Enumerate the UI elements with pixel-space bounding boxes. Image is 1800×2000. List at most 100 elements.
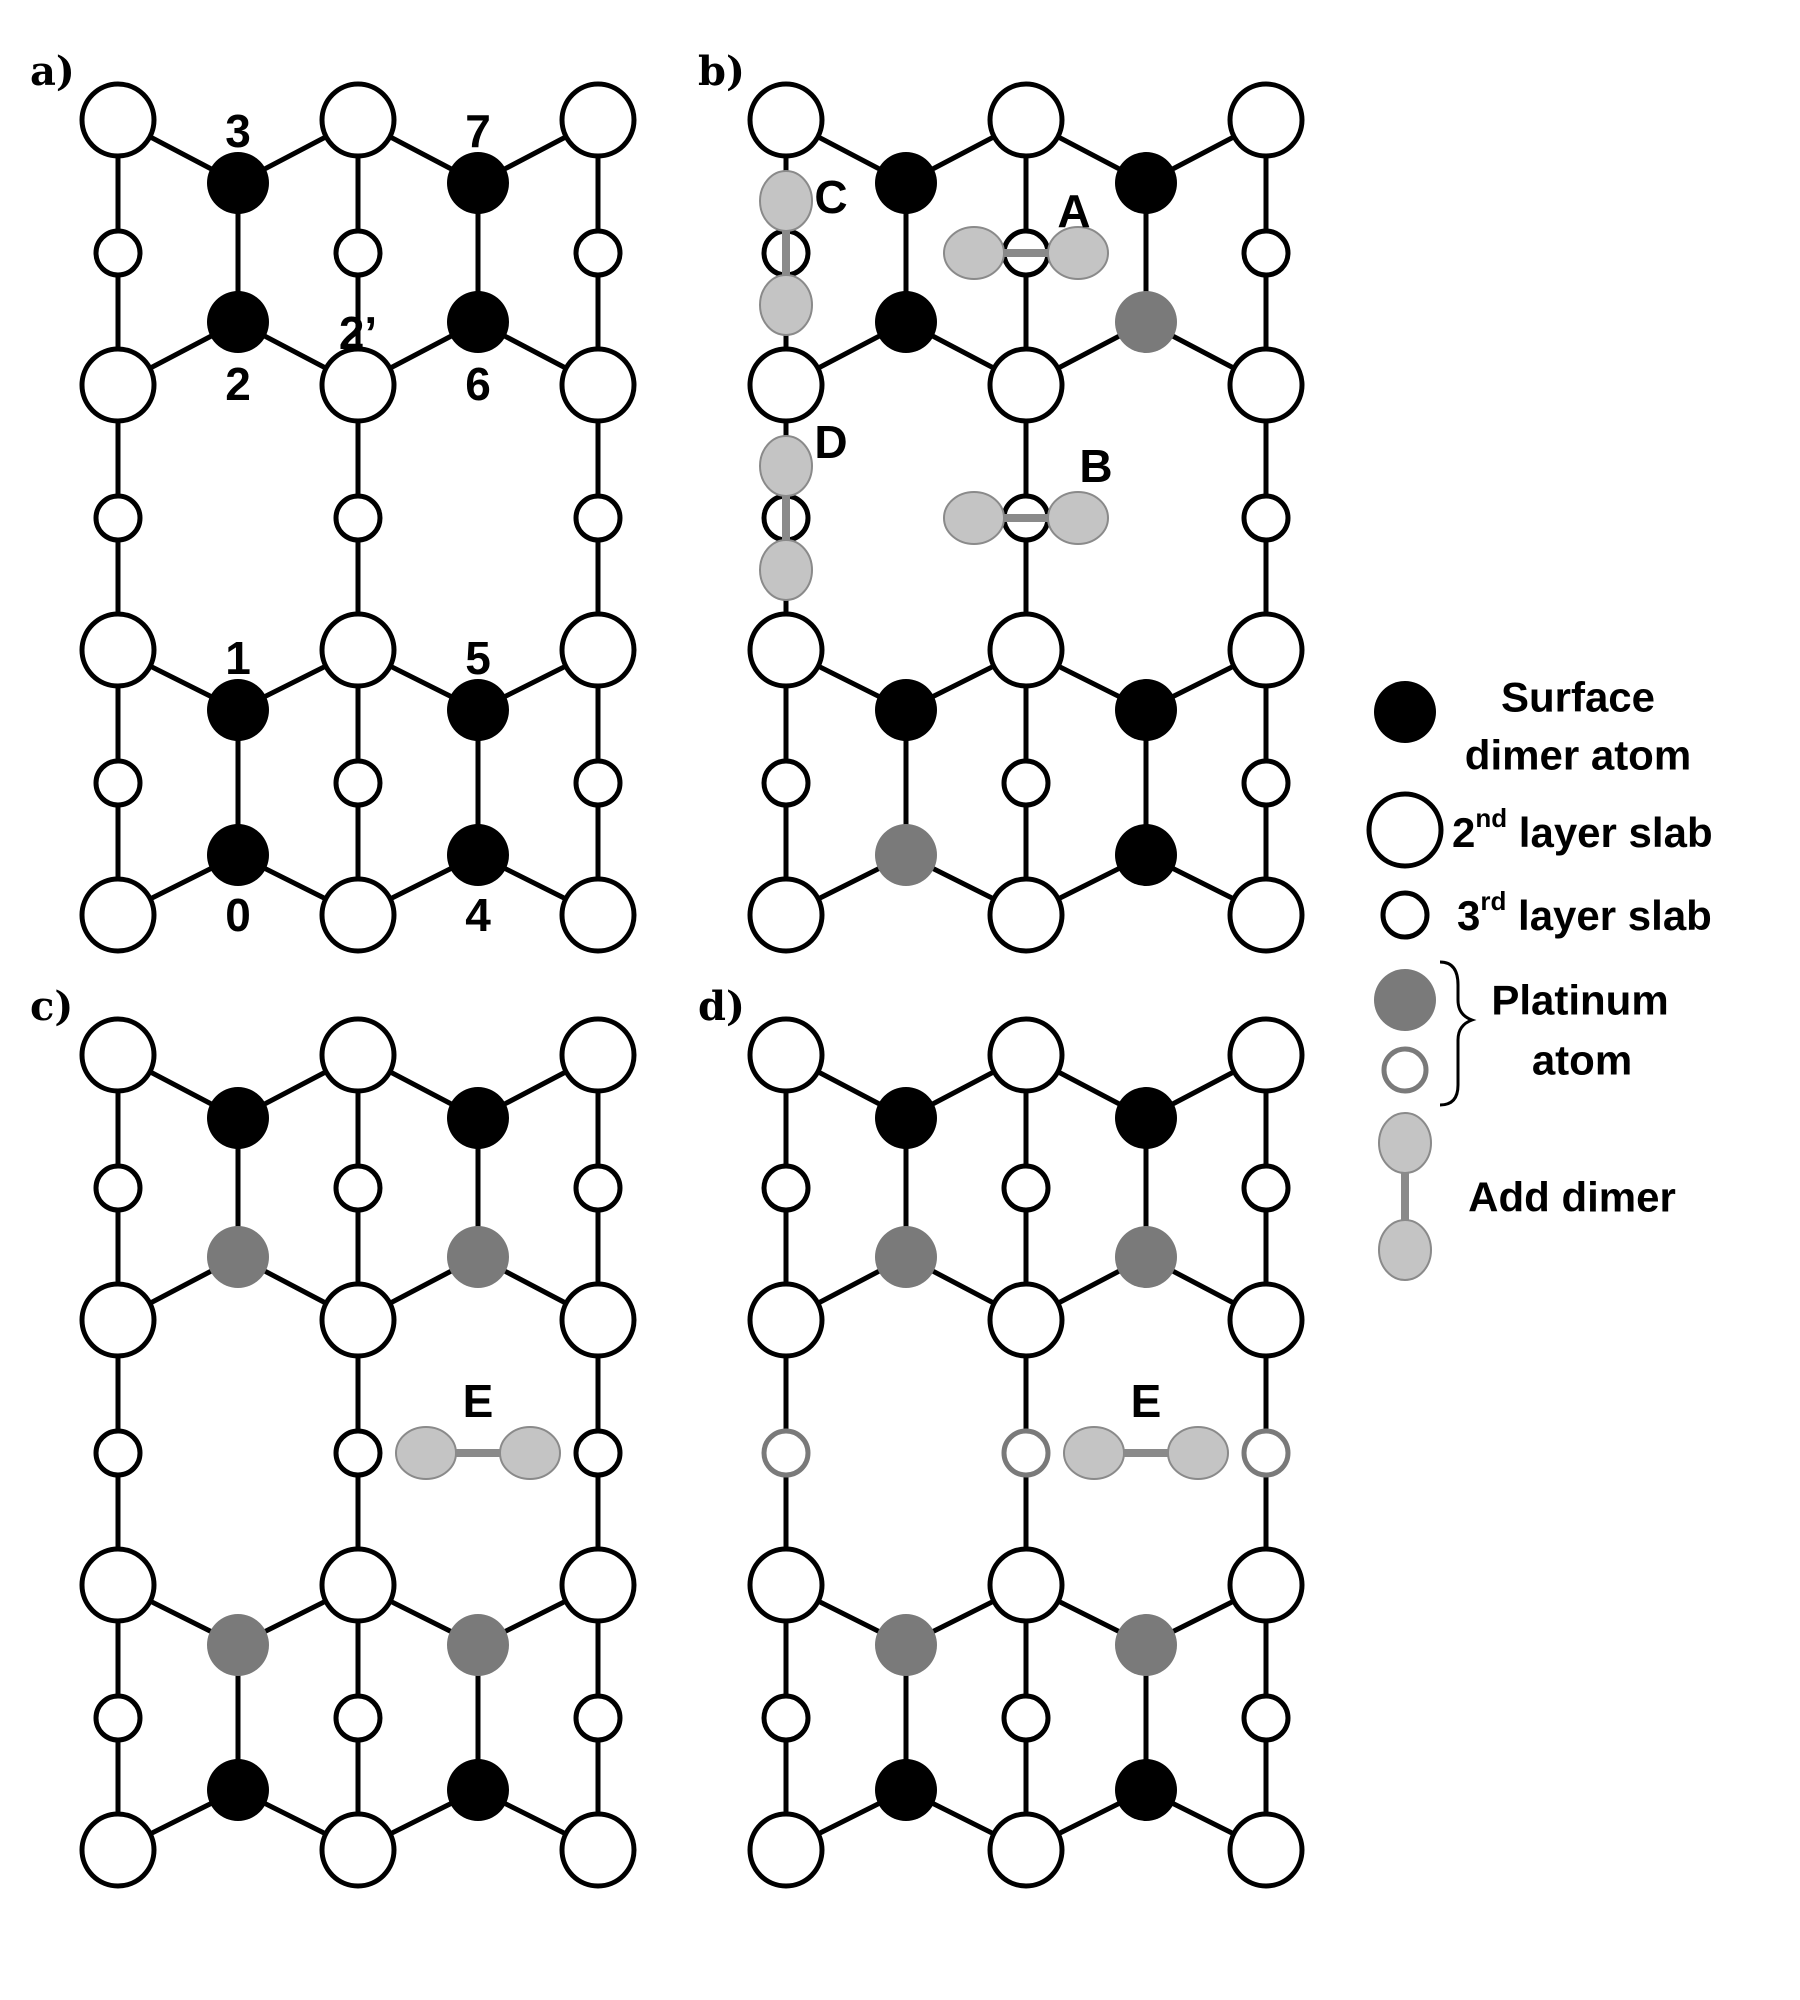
third-layer-atom (761, 1163, 811, 1213)
third-layer-atom (93, 493, 143, 543)
second-layer-atom (1227, 1546, 1305, 1624)
add-dimer-atom (943, 226, 1005, 280)
legend-add-dimer-label: Add dimer (1468, 1174, 1676, 1221)
legend-platinum-label-line2: atom (1532, 1037, 1632, 1084)
second-layer-atom (319, 611, 397, 689)
legend-third-layer-icon (1380, 890, 1430, 940)
second-layer-atom (747, 81, 825, 159)
panel-label: a) (30, 48, 75, 95)
atom-number-label: 3 (225, 105, 251, 157)
second-layer-atom (79, 81, 157, 159)
legend-platinum-label-line1: Platinum (1491, 977, 1668, 1024)
atom-number-label: 0 (225, 889, 251, 941)
second-layer-atom (319, 1281, 397, 1359)
panel-label: c) (30, 983, 73, 1030)
add-dimer: D (759, 416, 848, 601)
add-dimer-label: B (1079, 440, 1112, 492)
platinum-atom (1115, 291, 1177, 353)
add-dimer-atom (1063, 1426, 1125, 1480)
add-dimer-label: E (463, 1375, 494, 1427)
second-layer-atom (987, 1281, 1065, 1359)
panel-label: b) (698, 48, 745, 95)
third-layer-atom (93, 1693, 143, 1743)
surface-dimer-atom (207, 1759, 269, 1821)
third-layer-atom (1001, 1163, 1051, 1213)
legend-platinum-open-icon (1381, 1046, 1429, 1094)
platinum-open-atom (1241, 1428, 1291, 1478)
second-layer-atom (79, 876, 157, 954)
legend-add-dimer-atom (1378, 1219, 1432, 1281)
second-layer-atom (319, 876, 397, 954)
atom-number-label: 6 (465, 358, 491, 410)
atom-number-label: 5 (465, 632, 491, 684)
add-dimer-atom (1047, 491, 1109, 545)
surface-dimer-atom (875, 1759, 937, 1821)
legend-surface-dimer-label-line2: dimer atom (1465, 732, 1691, 779)
platinum-atom (447, 1614, 509, 1676)
add-dimer-atom (759, 170, 813, 232)
third-layer-atom (333, 1693, 383, 1743)
add-dimer-atom (1047, 226, 1109, 280)
platinum-open-atom (761, 1428, 811, 1478)
panel-label: d) (698, 983, 745, 1030)
surface-dimer-atom (1115, 1759, 1177, 1821)
second-layer-atom (559, 1016, 637, 1094)
surface-dimer-atom (447, 1087, 509, 1149)
third-layer-atom (761, 1693, 811, 1743)
third-layer-atom (1241, 493, 1291, 543)
platinum-atom (1115, 1614, 1177, 1676)
surface-dimer-atom (1115, 152, 1177, 214)
second-layer-atom (1227, 876, 1305, 954)
second-layer-atom (1227, 81, 1305, 159)
surface-dimer-atom (207, 291, 269, 353)
second-layer-atom (987, 81, 1065, 159)
add-dimer-atom (499, 1426, 561, 1480)
platinum-open-atom (1001, 1428, 1051, 1478)
second-layer-atom (1227, 1811, 1305, 1889)
second-layer-atom (987, 876, 1065, 954)
second-layer-atom (1227, 611, 1305, 689)
add-dimer-atom (943, 491, 1005, 545)
second-layer-atom (747, 1016, 825, 1094)
platinum-atom (875, 824, 937, 886)
panel-b: A B CDb) (698, 48, 1305, 954)
surface-dimer-atom (207, 152, 269, 214)
surface-dimer-atom (1115, 1087, 1177, 1149)
add-dimer: A (943, 185, 1109, 280)
add-dimer-label: A (1057, 185, 1090, 237)
add-dimer: E (1063, 1375, 1229, 1480)
second-layer-atom (987, 346, 1065, 424)
second-layer-atom (319, 1546, 397, 1624)
second-layer-atom (559, 1281, 637, 1359)
second-layer-atom (559, 611, 637, 689)
add-dimer: E (395, 1375, 561, 1480)
third-layer-atom (573, 1693, 623, 1743)
legend-add-dimer-atom (1378, 1112, 1432, 1174)
second-layer-atom (319, 1016, 397, 1094)
atom-number-label: 4 (465, 889, 491, 941)
third-layer-atom (333, 228, 383, 278)
third-layer-atom (573, 228, 623, 278)
add-dimer: C (759, 170, 848, 336)
platinum-atom (207, 1614, 269, 1676)
third-layer-atom (573, 1163, 623, 1213)
surface-dimer-atom (207, 824, 269, 886)
add-dimer-atom (759, 274, 813, 336)
second-layer-atom (747, 876, 825, 954)
third-layer-atom (333, 493, 383, 543)
panel-d: Ed) (698, 983, 1305, 1889)
surface-dimer-atom (1115, 679, 1177, 741)
legend-platinum-filled-icon (1374, 969, 1436, 1031)
surface-dimer-atom (207, 679, 269, 741)
add-dimer-label: E (1131, 1375, 1162, 1427)
second-layer-atom (79, 1016, 157, 1094)
second-layer-atom (987, 1546, 1065, 1624)
second-layer-atom (79, 346, 157, 424)
second-layer-atom (319, 1811, 397, 1889)
legend-second-layer-label: 2nd layer slab (1452, 803, 1713, 856)
add-dimer-atom (759, 539, 813, 601)
surface-dimer-atom (447, 824, 509, 886)
